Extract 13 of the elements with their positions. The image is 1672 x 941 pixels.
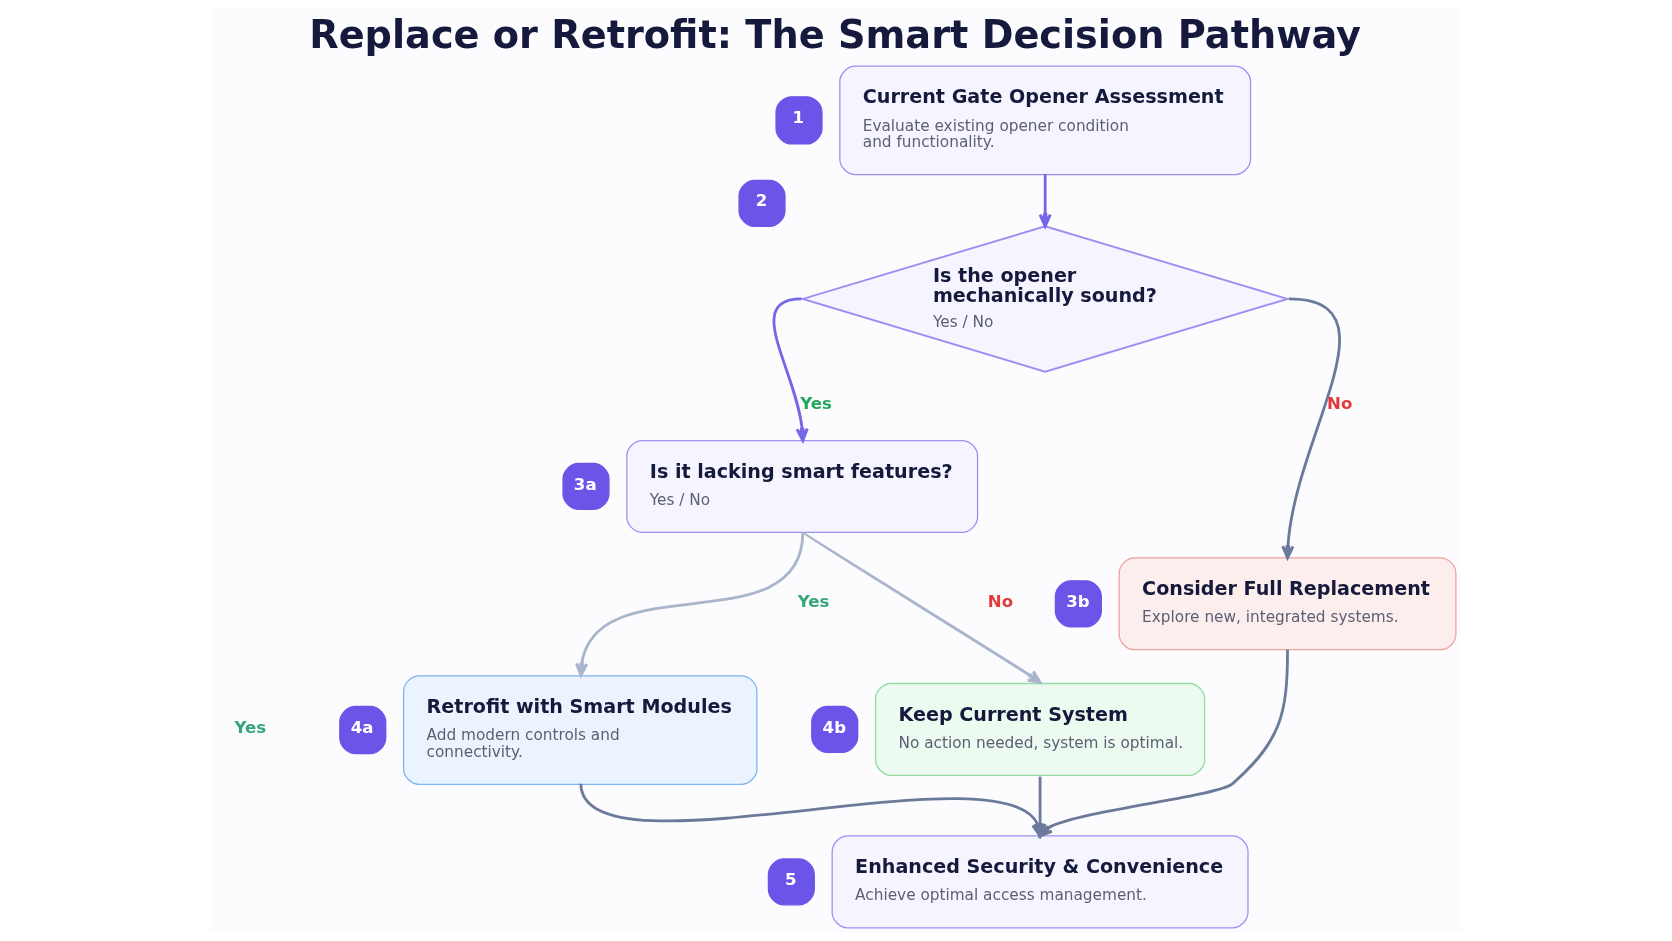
diagram-title: Replace or Retrofit: The Smart Decision Pathway [309,11,1362,57]
edge-label: No [987,591,1014,611]
edge-label: Yes [797,591,830,611]
node-label: 2 [755,191,768,211]
node-label: 5 [784,869,797,889]
edge-label: Yes [800,394,832,414]
node-label: 3b [1066,591,1090,611]
node-label: 1 [792,107,805,127]
node-label: 4a [350,717,374,737]
edge-label: No [1327,394,1353,414]
label: Yes [234,717,267,737]
node-label: 3a [573,474,597,494]
node-label: 4b [822,717,847,737]
